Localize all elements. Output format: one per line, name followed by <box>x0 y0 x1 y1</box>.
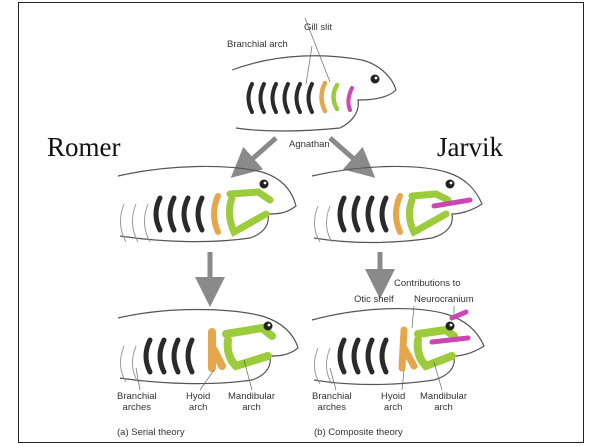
romer-hyoid-line1: Hyoid <box>186 391 211 402</box>
composite-theory-caption: (b) Composite theory <box>314 427 403 438</box>
romer-middle-green <box>225 188 274 237</box>
jarvik-title: Jarvik <box>437 132 503 162</box>
contributions-to-label: Contributions to <box>394 278 461 289</box>
jarvik-middle-green <box>405 190 452 237</box>
romer-middle-eye <box>259 179 269 189</box>
jarvik-hyoid-line2: arch <box>383 401 403 413</box>
romer-title: Romer <box>47 132 121 162</box>
neurocranium-label: Neurocranium <box>414 294 474 305</box>
jarvik-bottom-arches <box>337 337 389 375</box>
romer-middle-fish <box>117 165 297 243</box>
jarvik-hyoid-arch-label: Hyoid arch <box>381 391 406 414</box>
jarvik-branchial-line1: Branchial <box>312 391 352 402</box>
agnathan-arch-magenta <box>346 86 354 112</box>
otic-shelf-label: Otic shelf <box>354 294 394 305</box>
romer-branchial-arches-label: Branchial arches <box>117 391 157 414</box>
romer-hyoid-arch-label: Hyoid arch <box>186 391 211 414</box>
jarvik-middle-eye <box>445 179 455 189</box>
jarvik-middle-magenta <box>431 197 473 209</box>
slide-frame <box>18 2 584 443</box>
serial-theory-caption: (a) Serial theory <box>117 427 185 438</box>
gill-slit-label: Gill slit <box>304 22 332 33</box>
agnathan-arch-green <box>331 82 340 112</box>
jarvik-middle-orange <box>393 193 403 235</box>
jarvik-hyoid-line1: Hyoid <box>381 391 406 402</box>
jarvik-bottom-orange <box>398 326 418 372</box>
romer-mandibular-arch-label: Mandibular arch <box>228 391 275 414</box>
jarvik-bottom-fish <box>311 305 485 391</box>
jarvik-mandibular-arch-label: Mandibular arch <box>420 391 467 414</box>
jarvik-branchial-line2: arches <box>317 401 347 413</box>
romer-branchial-line1: Branchial <box>117 391 157 402</box>
agnathan-arches <box>246 82 314 114</box>
agnathan-fish <box>231 17 397 132</box>
romer-middle-arches <box>153 195 205 233</box>
branchial-arch-label: Branchial arch <box>227 39 288 50</box>
romer-bottom-fish <box>117 308 299 391</box>
romer-hyoid-line2: arch <box>188 401 208 413</box>
romer-bottom-green <box>222 323 276 371</box>
jarvik-mandibular-line2: arch <box>434 401 453 413</box>
romer-bottom-outline <box>117 308 299 385</box>
jarvik-middle-outline <box>311 165 483 244</box>
jarvik-middle-arches <box>337 195 389 233</box>
agnathan-eye <box>370 74 380 84</box>
romer-mandibular-line1: Mandibular <box>228 391 275 402</box>
romer-bottom-eye <box>263 321 273 331</box>
agnathan-outline <box>231 55 397 132</box>
jarvik-bottom-eye <box>445 321 455 331</box>
jarvik-branchial-arches-label: Branchial arches <box>312 391 352 414</box>
romer-bottom-orange <box>208 328 226 372</box>
romer-branchial-line2: arches <box>122 401 152 413</box>
jarvik-bottom-green <box>413 325 458 371</box>
agnathan-arch-orange <box>319 80 328 114</box>
arrow-to-jarvik <box>328 136 376 178</box>
agnathan-label: Agnathan <box>289 139 330 150</box>
jarvik-middle-fish <box>311 165 483 244</box>
romer-middle-orange <box>211 193 221 235</box>
jarvik-bottom-magenta <box>429 309 471 345</box>
romer-mandibular-line2: arch <box>242 401 261 413</box>
romer-bottom-arches <box>143 337 195 375</box>
arrow-to-romer <box>230 136 278 178</box>
romer-middle-outline <box>117 165 297 243</box>
jarvik-bottom-outline <box>311 308 485 386</box>
jarvik-mandibular-line1: Mandibular <box>420 391 467 402</box>
